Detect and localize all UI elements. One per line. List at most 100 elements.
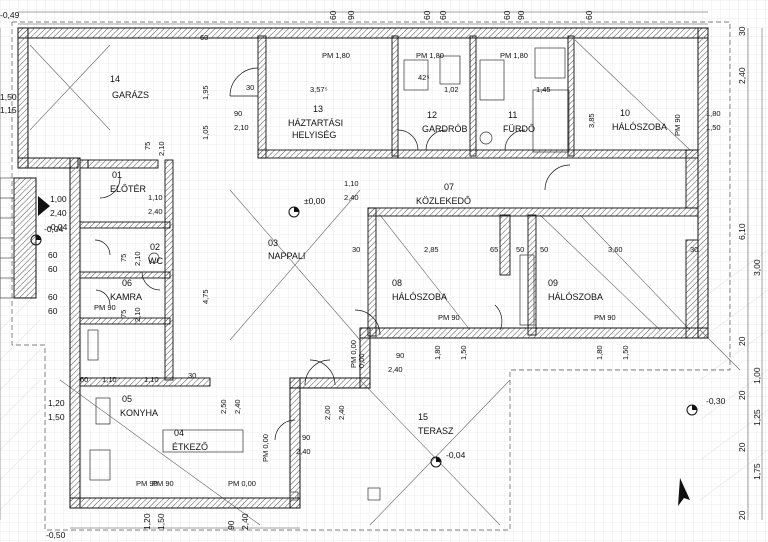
room-05-number: 05 <box>122 394 132 404</box>
dim-right-7: 20 <box>737 336 747 346</box>
dim-inner-16: 1,50 <box>706 123 721 132</box>
dim-bottom-2: 90 <box>226 520 236 530</box>
dim-inner-13: 3,85 <box>587 113 596 128</box>
room-15-number: 15 <box>418 412 428 422</box>
bottom-dimensions: 1,20 1,50 90 2,40 <box>142 513 250 530</box>
dim-inner-3: 3,57⁵ <box>310 85 328 94</box>
dim-inner-1: PM 1,80 <box>416 51 444 60</box>
room-02-name: WC <box>148 256 163 266</box>
room-labels: 14 GARÁZS 13 HÁZTARTÁSI HELYISÉG 12 GARD… <box>110 74 667 452</box>
room-06-number: 06 <box>122 278 132 288</box>
dim-inner-5: 1,02 <box>444 85 459 94</box>
dim-inner-34: 75 <box>119 310 128 318</box>
level-texts: ±0,00 -0,30 -0,04 -0,04 <box>44 196 726 460</box>
room-12-name: GARDRÓB <box>422 124 468 134</box>
dim-top-0: 60 <box>328 10 338 20</box>
dim-bottom-0: 1,20 <box>142 513 152 530</box>
dim-right-3: 3,00 <box>752 259 762 276</box>
dim-inner-22: 65 <box>490 245 498 254</box>
dim-inner-41: 2,00 <box>323 405 332 420</box>
room-03-name: NAPPALI <box>268 251 305 261</box>
dim-right-8: 20 <box>737 390 747 400</box>
dim-inner-14: PM 90 <box>673 114 682 136</box>
dim-left-0: -0,49 <box>0 10 20 20</box>
room-08-name: HÁLÓSZOBA <box>392 292 447 302</box>
room-06-name: KAMRA <box>110 292 142 302</box>
dim-inner-56: 30 <box>188 371 196 380</box>
entrance-arrow-icon <box>38 196 50 216</box>
dim-inner-40: 2,40 <box>233 399 242 414</box>
dim-inner-2: PM 1,80 <box>500 51 528 60</box>
room-08-number: 08 <box>392 278 402 288</box>
room-10-name: HÁLÓSZOBA <box>612 122 667 132</box>
dim-inner-43: 0,00 <box>357 353 366 368</box>
room-11-number: 11 <box>508 110 517 120</box>
room-04-name: ÉTKEZŐ <box>172 442 208 452</box>
dim-bottom-1: 1,50 <box>156 513 166 530</box>
dim-inner-51: PM 0,00 <box>228 479 256 488</box>
north-arrow-icon <box>678 478 690 506</box>
terrain-hatch <box>0 249 768 511</box>
room-09-name: HÁLÓSZOBA <box>548 292 603 302</box>
dim-inner-8: 2,10 <box>234 123 249 132</box>
dim-top-2: 60 <box>422 10 432 20</box>
dim-top-3: 60 <box>438 10 448 20</box>
room-04-number: 04 <box>174 428 184 438</box>
dim-inner-31: 1,50 <box>621 345 630 360</box>
door-swings <box>94 67 571 441</box>
room-14-number: 14 <box>110 74 120 84</box>
dim-inner-26: PM 90 <box>594 313 616 322</box>
room-10-number: 10 <box>620 108 630 118</box>
room-05-name: KONYHA <box>120 408 158 418</box>
room-13-number: 13 <box>313 104 323 114</box>
dim-inner-47: 2,40 <box>388 365 403 374</box>
room-07-number: 07 <box>444 182 454 192</box>
room-07-name: KÖZLEKEDŐ <box>416 196 471 206</box>
dim-inner-48: 90 <box>302 433 310 442</box>
dim-left-6: 60 <box>48 250 58 260</box>
dim-inner-12: 2,10 <box>157 141 166 156</box>
dim-top-6: 60 <box>584 10 594 20</box>
dim-inner-32: 75 <box>119 254 128 262</box>
dim-inner-9: 1,95 <box>201 85 210 100</box>
room-01-number: 01 <box>112 170 122 180</box>
dim-left-8: 60 <box>48 292 58 302</box>
dim-inner-33: 2,10 <box>133 251 142 266</box>
dim-inner-52: PM 90 <box>94 303 116 312</box>
dim-inner-15: 1,80 <box>706 109 721 118</box>
dim-left-4: 2,40 <box>50 208 67 218</box>
fixtures <box>87 47 570 501</box>
room-13-name2: HELYISÉG <box>292 130 336 140</box>
dim-inner-21: 2,85 <box>424 245 439 254</box>
dim-inner-59: 60 <box>200 33 208 42</box>
dim-inner-29: 1,50 <box>459 345 468 360</box>
roof-ridges <box>29 39 741 526</box>
dim-inner-0: PM 1,80 <box>322 51 350 60</box>
dim-right-4: 1,00 <box>752 367 762 384</box>
dim-inner-20: 2,40 <box>148 207 163 216</box>
dimension-lines <box>0 11 763 529</box>
dim-inner-53: 30 <box>246 83 254 92</box>
dim-top-5: 90 <box>516 10 526 20</box>
level-nappali: ±0,00 <box>304 196 325 206</box>
room-11-name: FÜRDŐ <box>503 124 535 134</box>
dim-inner-25: PM 90 <box>438 313 460 322</box>
dim-right-9: 20 <box>737 442 747 452</box>
dim-left-11: 1,50 <box>48 412 65 422</box>
dim-right-2: 6,10 <box>737 223 747 240</box>
level-outside: -0,30 <box>706 396 726 406</box>
dim-left-2: 1,15 <box>0 105 17 115</box>
dim-inner-7: 90 <box>234 109 242 118</box>
room-03-number: 03 <box>268 238 278 248</box>
inner-dimensions: PM 1,80 PM 1,80 PM 1,80 3,57⁵ 42⁵ 1,02 1… <box>80 33 721 488</box>
dim-right-10: 20 <box>737 510 747 520</box>
dim-left-3: 1,00 <box>50 194 67 204</box>
dim-inner-6: 1,45 <box>536 85 551 94</box>
roof-outline <box>11 21 731 531</box>
dim-inner-36: 4,75 <box>201 289 210 304</box>
dim-right-1: 2,40 <box>737 67 747 84</box>
dim-inner-57: 60 <box>80 375 88 384</box>
dim-inner-28: 1,80 <box>433 345 442 360</box>
room-09-number: 09 <box>548 278 558 288</box>
